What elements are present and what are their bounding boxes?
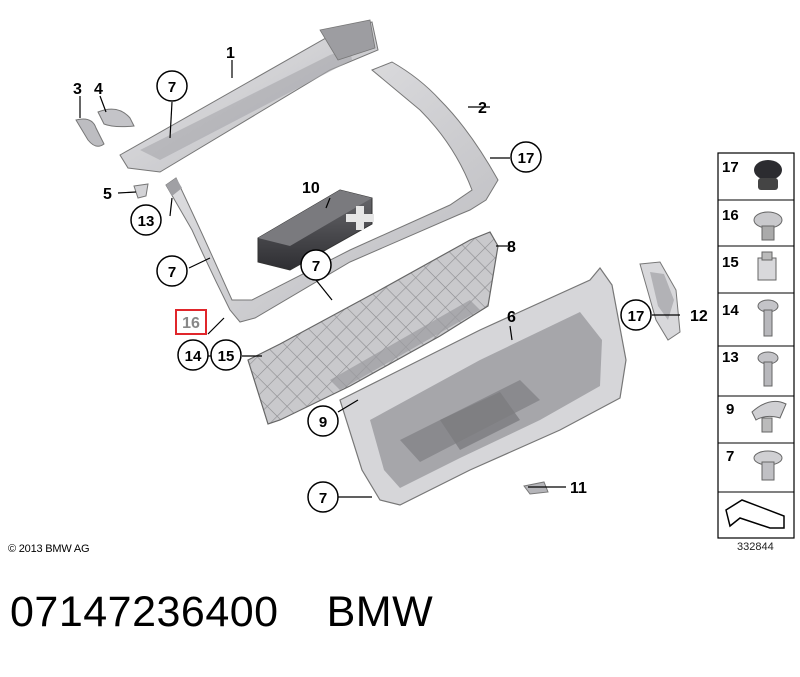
fastener-15-icon [757, 251, 777, 281]
part-11-clip [523, 481, 549, 495]
part-2-window-frame [165, 61, 499, 323]
legend-label-15: 15 [722, 254, 739, 271]
label-5: 5 [103, 186, 112, 203]
circled-labels: 7 13 7 7 17 17 14 15 9 7 [130, 70, 652, 513]
fastener-16-icon [753, 211, 783, 241]
legend-label-14: 14 [722, 302, 739, 319]
label-11: 11 [570, 480, 587, 497]
diagram-id: 332844 [737, 541, 774, 553]
part-10-insulation-block [257, 189, 374, 271]
circle-label-17b: 17 [620, 299, 652, 331]
circle-label-7b: 7 [156, 255, 188, 287]
svg-text:17: 17 [518, 150, 535, 167]
highlighted-label-16: 16 [175, 309, 207, 335]
svg-text:15: 15 [218, 348, 235, 365]
svg-text:13: 13 [138, 213, 155, 230]
svg-text:14: 14 [185, 348, 202, 365]
label-2: 2 [478, 100, 487, 117]
circle-label-7a: 7 [156, 70, 188, 102]
fastener-9-clip-icon [751, 400, 787, 433]
svg-text:7: 7 [319, 490, 327, 507]
label-8: 8 [507, 239, 516, 256]
circle-label-7d: 7 [307, 481, 339, 513]
fastener-7-clip-icon [753, 450, 783, 481]
legend-label-7: 7 [726, 448, 734, 465]
label-12: 12 [690, 308, 708, 325]
label-3: 3 [73, 81, 82, 98]
svg-text:17: 17 [628, 308, 645, 325]
brand-name: BMW [326, 588, 434, 636]
legend-label-9: 9 [726, 401, 734, 418]
fastener-17-icon [754, 160, 782, 190]
svg-text:16: 16 [182, 315, 200, 332]
fastener-13-screw-icon [757, 351, 779, 387]
footer: 07147236400 BMW [10, 588, 433, 637]
leader-lines [79, 60, 680, 498]
circle-label-7c: 7 [300, 249, 332, 281]
svg-text:7: 7 [168, 264, 176, 281]
label-1: 1 [226, 45, 235, 62]
part-6-tailgate-trim [339, 267, 627, 506]
circle-label-13a: 13 [130, 204, 162, 236]
part-1-upper-trim [119, 19, 379, 173]
part-number: 07147236400 [10, 588, 279, 636]
label-4: 4 [94, 81, 103, 98]
part-3-clip [75, 118, 105, 147]
part-12-side-bracket [639, 261, 681, 341]
label-10: 10 [302, 180, 320, 197]
circle-label-17a: 17 [510, 141, 542, 173]
fastener-14-screw-icon [757, 299, 779, 337]
circle-label-15: 15 [210, 339, 242, 371]
legend-label-17: 17 [722, 159, 739, 176]
svg-text:9: 9 [319, 414, 327, 431]
number-labels: 1 2 3 4 5 6 8 10 11 12 [73, 45, 708, 497]
legend-arrow-icon [725, 499, 785, 529]
svg-text:7: 7 [168, 79, 176, 96]
label-6: 6 [507, 309, 516, 326]
copyright-text: © 2013 BMW AG [8, 543, 90, 555]
part-8-mesh-panel [247, 231, 499, 425]
circle-label-14: 14 [177, 339, 209, 371]
circle-label-9: 9 [307, 405, 339, 437]
fastener-legend: 17 16 15 14 13 9 7 [717, 152, 795, 539]
part-4-clip [97, 108, 135, 128]
legend-label-16: 16 [722, 207, 739, 224]
part-5-clip [133, 183, 149, 199]
legend-label-13: 13 [722, 349, 739, 366]
svg-text:7: 7 [312, 258, 320, 275]
